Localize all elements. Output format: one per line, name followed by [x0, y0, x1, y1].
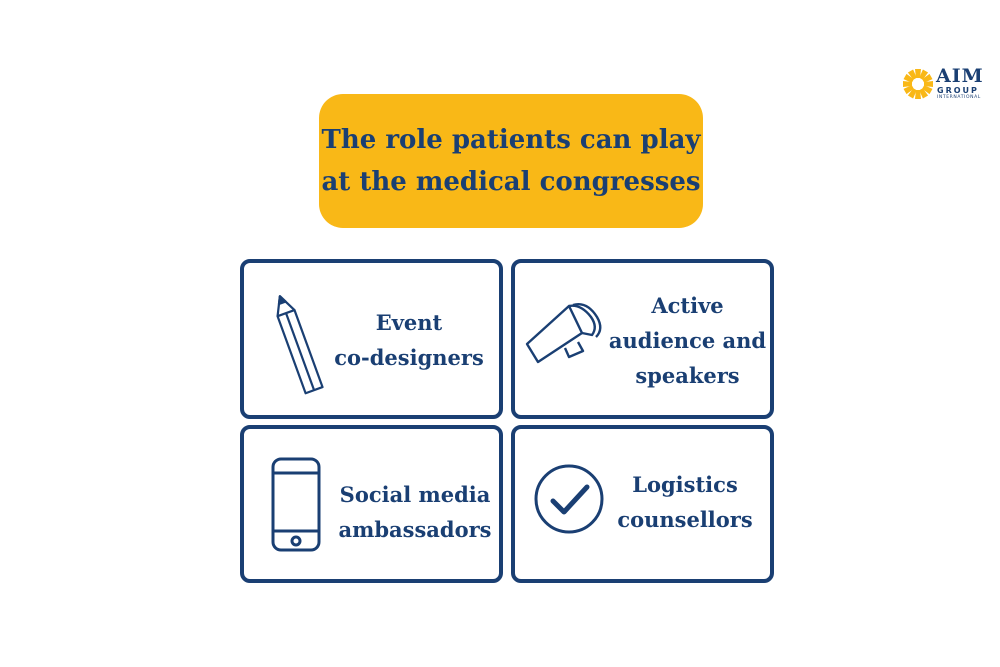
pencil-icon: [276, 295, 324, 395]
card-active-audience-speakers: Active audience and speakers: [511, 259, 774, 419]
card-logistics-counsellors: Logistics counsellors: [511, 425, 774, 583]
card-line: speakers: [635, 363, 740, 388]
card-line: Logistics: [632, 472, 738, 497]
card-social-media-ambassadors-text: Social media ambassadors: [330, 477, 500, 547]
card-event-co-designers-text: Event co-designers: [330, 305, 488, 375]
card-social-media-ambassadors: Social media ambassadors: [240, 425, 503, 583]
card-line: co-designers: [334, 345, 484, 370]
card-active-audience-speakers-text: Active audience and speakers: [605, 288, 770, 393]
smartphone-icon: [271, 457, 321, 552]
card-line: Social media: [339, 482, 491, 507]
card-line: Event: [375, 310, 443, 335]
aim-group-logo: AIM GROUP INTERNATIONAL: [902, 65, 992, 102]
logo-group-text: GROUP: [937, 86, 979, 95]
card-line: counsellors: [617, 507, 753, 532]
checkmark-circle-icon: [534, 464, 604, 534]
logo-international-text: INTERNATIONAL: [937, 95, 981, 100]
card-line: Active: [651, 293, 724, 318]
title-line-2: at the medical congresses: [321, 167, 701, 197]
card-line: ambassadors: [338, 517, 492, 542]
card-line: audience and: [608, 328, 767, 353]
megaphone-icon: [525, 303, 602, 364]
card-event-co-designers: Event co-designers: [240, 259, 503, 419]
card-logistics-counsellors-text: Logistics counsellors: [605, 467, 765, 537]
sunburst-logo-icon: [903, 69, 933, 99]
title-banner: The role patients can play at the medica…: [319, 94, 703, 228]
title-line-1: The role patients can play: [321, 125, 701, 155]
logo-aim-text: AIM: [936, 65, 984, 87]
